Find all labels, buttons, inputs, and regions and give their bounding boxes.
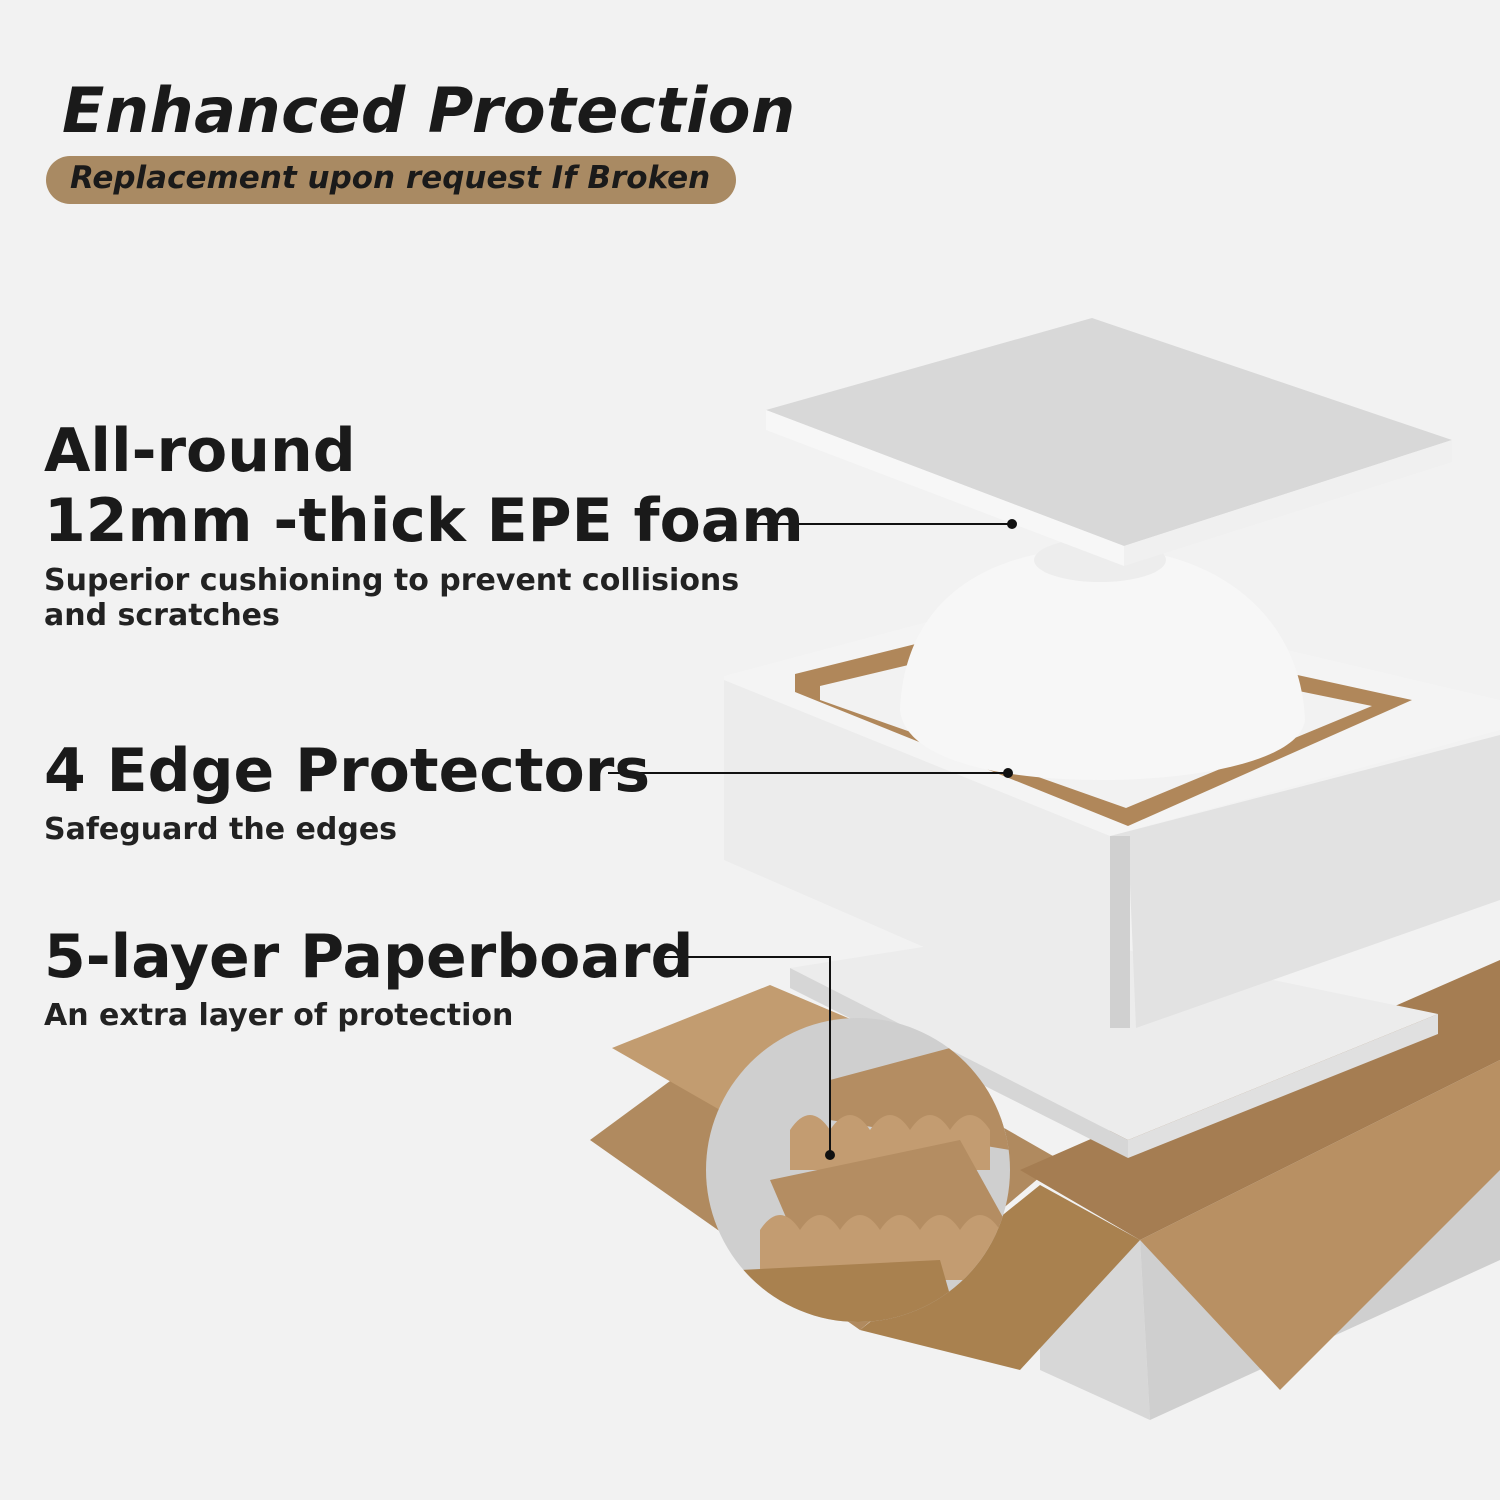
feature-foam-desc-line2: and scratches [44,598,280,633]
leader-lines [608,519,1017,1160]
corrugated-magnifier [706,1018,1010,1322]
top-foam-sheet [766,318,1452,566]
feature-edge-desc: Safeguard the edges [44,812,398,847]
feature-paperboard-title: 5-layer Paperboard [44,922,694,992]
dome-bowl [900,538,1305,780]
replacement-badge [46,156,736,204]
replacement-badge-text: Replacement upon request If Broken [70,160,711,196]
feature-foam-title-line1: All-round [44,416,356,486]
feature-edge-title: 4 Edge Protectors [44,736,651,806]
page-title: Enhanced Protection [62,74,796,147]
feature-paperboard-desc: An extra layer of protection [44,998,514,1033]
feature-foam-title-line2: 12mm -thick EPE foam [44,486,804,556]
feature-foam-desc-line1: Superior cushioning to prevent collision… [44,563,740,598]
